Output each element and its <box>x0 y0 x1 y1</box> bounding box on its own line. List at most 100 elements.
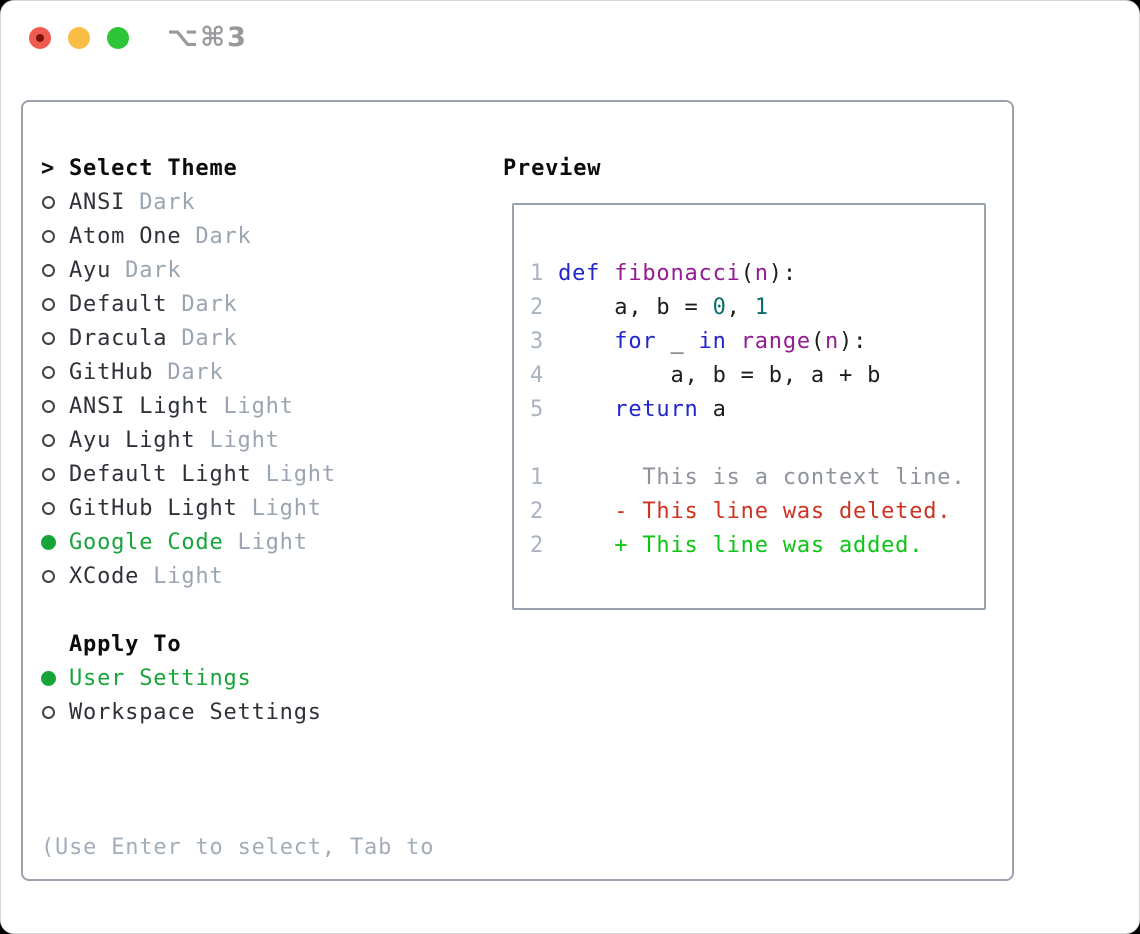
token-pl: ( <box>740 260 755 286</box>
theme-option-default-light[interactable]: Default Light Light <box>41 457 491 491</box>
radio-icon <box>41 331 69 345</box>
radio-selected-icon <box>41 670 69 686</box>
token-del: - This line was deleted. <box>558 498 952 524</box>
theme-option-atom-one[interactable]: Atom One Dark <box>41 219 491 253</box>
code-line: 5 return a <box>530 392 965 426</box>
token-pl: _ <box>656 328 699 354</box>
titlebar: ⌥⌘3 <box>1 1 1139 75</box>
code-line: 1 def fibonacci(n): <box>530 256 965 290</box>
prompt-caret-icon: > <box>41 155 56 181</box>
theme-variant-label: Dark <box>167 291 238 317</box>
token-add: + This line was added. <box>558 532 924 558</box>
theme-variant-label: Dark <box>125 189 196 215</box>
apply-option-user-settings[interactable]: User Settings <box>41 661 491 695</box>
radio-icon <box>41 705 69 719</box>
keyboard-hint: (Use Enter to select, Tab to change focu… <box>41 763 491 933</box>
line-number: 2 <box>530 294 559 320</box>
theme-name: GitHub <box>69 359 154 385</box>
token-kw: in <box>698 328 727 354</box>
radio-icon <box>41 365 69 379</box>
token-nm: 0 <box>712 294 727 320</box>
code-line: 2 + This line was added. <box>530 528 965 562</box>
radio-icon <box>41 569 69 583</box>
theme-option-ansi[interactable]: ANSI Dark <box>41 185 491 219</box>
theme-option-github[interactable]: GitHub Dark <box>41 355 491 389</box>
theme-variant-label: Light <box>195 427 280 453</box>
token-pl: , <box>726 294 755 320</box>
code-line: 1 This is a context line. <box>530 460 965 494</box>
theme-variant-label: Light <box>237 495 322 521</box>
close-button[interactable] <box>29 27 51 49</box>
token-kw: for <box>614 328 657 354</box>
radio-icon <box>41 467 69 481</box>
theme-name: Default <box>69 291 168 317</box>
hint-line-1: (Use Enter to select, Tab to <box>41 835 435 860</box>
radio-selected-icon <box>41 534 69 550</box>
theme-option-ansi-light[interactable]: ANSI Light Light <box>41 389 491 423</box>
theme-name: ANSI Light <box>69 393 210 419</box>
select-theme-header: > Select Theme <box>41 151 491 185</box>
theme-option-dracula[interactable]: Dracula Dark <box>41 321 491 355</box>
token-kw: def <box>558 260 601 286</box>
theme-name: Dracula <box>69 325 168 351</box>
line-number: 2 <box>530 498 559 524</box>
radio-icon <box>41 399 69 413</box>
spacer <box>41 593 491 627</box>
theme-variant-label: Dark <box>153 359 224 385</box>
code-line: 3 for _ in range(n): <box>530 324 965 358</box>
token-pl <box>727 329 741 354</box>
token-fn: fibonacci <box>614 260 741 286</box>
theme-option-google-code[interactable]: Google Code Light <box>41 525 491 559</box>
minimize-button[interactable] <box>68 27 90 49</box>
theme-name: ANSI <box>69 189 126 215</box>
theme-name: Default Light <box>69 461 252 487</box>
token-fn: range <box>740 328 811 354</box>
theme-option-ayu-light[interactable]: Ayu Light Light <box>41 423 491 457</box>
close-dot-icon <box>36 34 44 42</box>
radio-icon <box>41 229 69 243</box>
apply-option-label: Workspace Settings <box>69 699 322 725</box>
token-pl: ): <box>839 328 868 354</box>
token-pl: a, b = b, a + b <box>558 362 882 388</box>
apply-to-header: Apply To <box>41 627 491 661</box>
token-fn: n <box>754 260 769 286</box>
theme-variant-label: Dark <box>111 257 182 283</box>
line-number: 1 <box>530 464 559 490</box>
token-kw: return <box>614 396 699 422</box>
theme-name: GitHub Light <box>69 495 238 521</box>
code-line <box>530 426 965 460</box>
theme-variant-label: Dark <box>167 325 238 351</box>
code-line: 2 - This line was deleted. <box>530 494 965 528</box>
radio-icon <box>41 501 69 515</box>
radio-icon <box>41 297 69 311</box>
theme-variant-label: Light <box>251 461 336 487</box>
apply-to-title: Apply To <box>69 631 182 657</box>
token-pl: a, b = <box>558 294 713 320</box>
token-pl: ( <box>810 328 825 354</box>
maximize-button[interactable] <box>107 27 129 49</box>
code-line: 4 a, b = b, a + b <box>530 358 965 392</box>
theme-option-github-light[interactable]: GitHub Light Light <box>41 491 491 525</box>
theme-option-xcode[interactable]: XCode Light <box>41 559 491 593</box>
token-pl: ): <box>768 260 797 286</box>
theme-list-title: Select Theme <box>69 155 238 181</box>
theme-option-ayu[interactable]: Ayu Dark <box>41 253 491 287</box>
code-line: 2 a, b = 0, 1 <box>530 290 965 324</box>
apply-option-workspace-settings[interactable]: Workspace Settings <box>41 695 491 729</box>
theme-name: Atom One <box>69 223 182 249</box>
theme-option-default[interactable]: Default Dark <box>41 287 491 321</box>
line-number: 4 <box>530 362 559 388</box>
token-pl <box>558 397 614 422</box>
token-pl <box>558 329 614 354</box>
radio-icon <box>41 263 69 277</box>
token-nm: 1 <box>754 294 769 320</box>
theme-variant-label: Dark <box>181 223 252 249</box>
theme-variant-label: Light <box>209 393 294 419</box>
